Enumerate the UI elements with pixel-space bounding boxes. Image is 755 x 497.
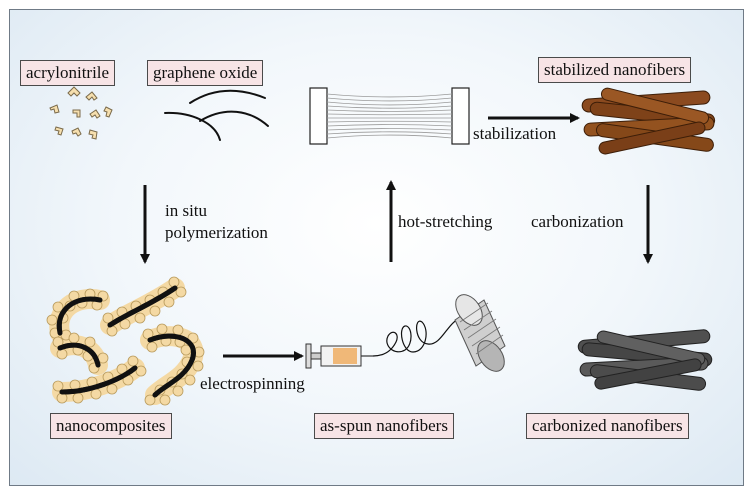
syringe [305,343,373,369]
label-nanocomposites: nanocomposites [50,413,172,439]
stabilized-nanofibers-bundle [581,87,716,155]
process-arrows [140,113,653,361]
label-stabilized-nanofibers: stabilized nanofibers [538,57,692,83]
step-carbonization: carbonization [531,212,624,231]
collector-drum [454,294,506,372]
nanocomposite-chains [46,276,205,406]
label-carbonized-nanofibers: carbonized nanofibers [526,413,689,439]
acrylonitrile-monomers [49,86,113,140]
step-stabilization: stabilization [473,124,557,143]
step-in-situ: in situ [165,201,208,220]
step-hot-stretching: hot-stretching [398,212,493,231]
stretching-apparatus [309,87,470,145]
graphene-oxide-sheets [164,89,269,141]
diagram-frame [9,9,744,486]
electrospinning-jet [372,317,463,357]
carbonized-nanofibers-bundle [577,329,713,391]
step-polymerization: polymerization [165,223,268,242]
label-graphene-oxide: graphene oxide [147,60,264,86]
label-as-spun-nanofibers: as-spun nanofibers [314,413,454,439]
label-acrylonitrile: acrylonitrile [20,60,116,86]
step-electrospinning: electrospinning [200,374,305,393]
